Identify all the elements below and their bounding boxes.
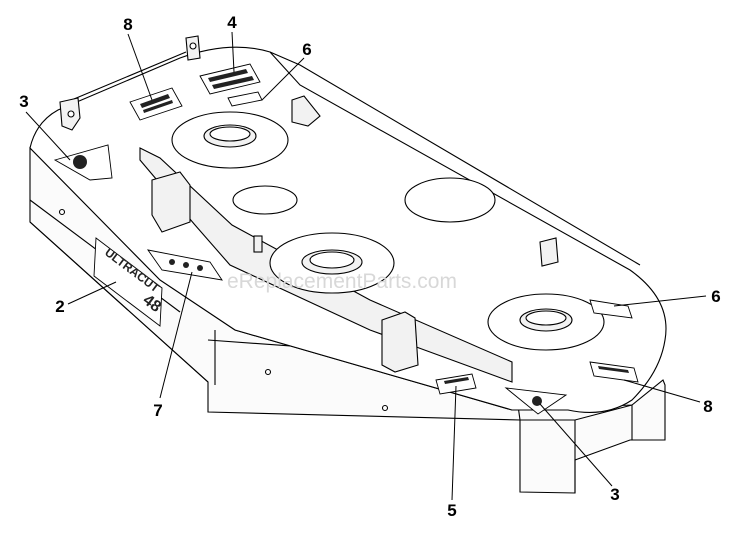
watermark-text: eReplacementParts.com [227, 270, 457, 293]
callout-5: 5 [447, 501, 456, 520]
leader-3-right [539, 403, 613, 487]
decal-8-right [589, 361, 639, 383]
callout-6-rear: 6 [302, 40, 311, 59]
spindle-right [487, 293, 605, 351]
decal-8-left [129, 87, 183, 121]
leader-8-right [623, 379, 701, 403]
decal-5 [435, 373, 477, 395]
deck-top-surface [29, 46, 667, 413]
callout-3-right: 3 [610, 485, 619, 504]
leader-3-left [25, 111, 71, 161]
skirt-hole-2 [381, 404, 389, 412]
leader-6-rear [261, 57, 305, 101]
leader-8-left [127, 33, 153, 101]
decal-3-left [53, 144, 113, 181]
cover-plate-disc [232, 185, 298, 215]
spindle-left [171, 111, 289, 169]
front-bracket-center [381, 311, 419, 373]
skirt-hole-1 [264, 368, 272, 376]
grease-fitting [253, 235, 263, 253]
spindle-center [269, 232, 395, 294]
chute-opening [404, 177, 496, 223]
decal-3-right [504, 387, 568, 415]
decal-6-front [589, 299, 633, 319]
callout-6-front: 6 [711, 287, 720, 306]
leader-4 [231, 31, 235, 73]
callout-8-left: 8 [123, 15, 132, 34]
callout-2: 2 [55, 297, 64, 316]
rear-bracket-right-hole [189, 42, 197, 50]
callout-7: 7 [153, 401, 162, 420]
front-bracket-left [151, 171, 191, 233]
decal-7 [146, 249, 223, 281]
top-bracket-small [291, 95, 321, 127]
leader-5 [451, 385, 457, 501]
leader-7 [159, 271, 193, 399]
skirt-hole-3 [58, 208, 66, 216]
rear-bracket-left-hole [67, 110, 75, 118]
callout-4: 4 [227, 13, 237, 32]
hook-bracket [539, 237, 559, 267]
leader-2 [67, 281, 117, 305]
callout-8-right: 8 [703, 397, 712, 416]
leader-6-front [613, 295, 707, 307]
callout-3-left: 3 [19, 92, 28, 111]
